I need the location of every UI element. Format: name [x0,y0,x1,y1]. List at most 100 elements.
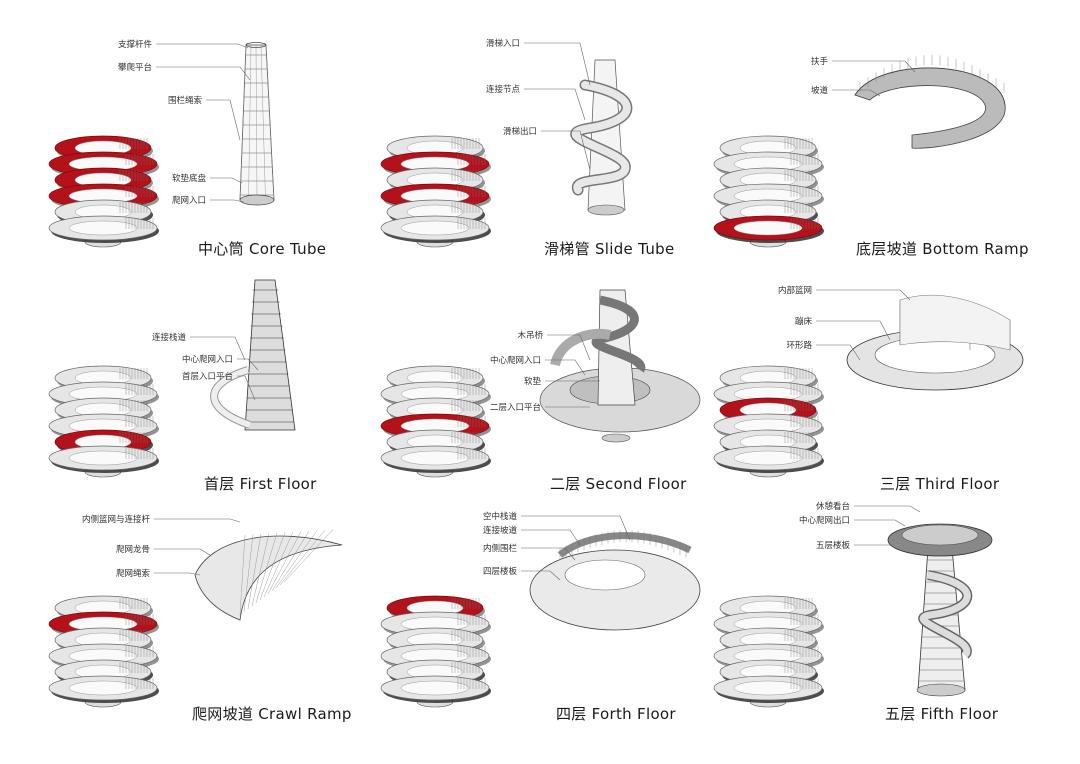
leader-line [816,320,891,341]
tower-thumbnail [380,365,491,478]
callout-label: 四层楼板 [482,567,517,577]
leader-line [524,88,586,121]
crawl-ramp [194,535,343,621]
floor-opening [400,450,470,466]
tower-thumbnail [48,365,159,478]
leader-line [545,359,586,376]
tower-thumbnail [380,135,491,248]
inner-basket-net [899,294,1011,351]
component-drawing [846,294,1024,391]
bottom-ramp [854,67,1006,149]
panel-2 [380,42,633,248]
panel-4 [48,279,296,478]
floor-opening [400,680,470,696]
crawl-keel [263,531,294,598]
leader-line [237,375,256,401]
tower-thumbnail [713,595,824,708]
wooden-bridge [550,328,612,367]
panel-3 [713,55,1006,248]
component-drawing [887,523,993,697]
leader-line [816,344,861,361]
leader-line [154,572,201,576]
rest-stand [901,524,979,546]
leader-line [521,515,631,541]
crawl-keel [255,532,278,604]
slide-base [587,204,625,216]
center-net-tower [244,279,296,431]
panel-caption: 三层 Third Floor [880,475,1000,493]
callout-label: 滑梯出口 [502,127,537,137]
leader-line [237,358,259,371]
crawl-keel [243,534,254,613]
callout-label: 蹦床 [794,317,812,327]
leader-line [154,518,241,523]
crawl-keel [275,530,318,589]
panel-8 [380,515,701,708]
callout-label: 攀爬平台 [117,63,152,73]
leader-line [156,43,249,49]
leader-line [854,505,921,513]
tower-thumbnail [380,595,491,708]
floor-opening [68,220,138,236]
callout-label: 连接坡道 [482,526,517,536]
callout-label: 软垫 [523,377,541,387]
inner-railing [564,559,646,591]
panel-9 [713,505,993,708]
callout-label: 首层入口平台 [181,372,233,382]
callout-label: 支撑杆件 [117,40,152,50]
floor-opening [68,680,138,696]
crawl-keel [283,529,334,583]
callout-label: 中心爬网出口 [798,516,850,526]
callout-label: 五层楼板 [815,541,850,551]
support-rod [265,44,275,201]
callout-label: 爬网入口 [171,196,206,206]
panel-1 [48,42,275,248]
tower-thumbnail [713,365,824,478]
panel-6 [713,289,1024,478]
callout-label: 中心爬网入口 [489,356,541,366]
component-drawing [539,289,701,443]
crawl-keel [279,529,326,586]
panel-caption: 爬网坡道 Crawl Ramp [192,705,352,723]
callout-label: 围栏绳索 [167,96,202,106]
panel-caption: 中心筒 Core Tube [198,240,327,258]
crawl-keel [271,530,310,592]
callout-label: 滑梯入口 [485,39,520,49]
tower-thumbnail [48,135,159,248]
callout-label: 坡道 [810,86,828,96]
component-drawing [194,529,343,621]
leader-line [521,547,576,561]
leader-line [190,336,246,361]
callout-label: 连接栈道 [151,333,186,343]
soft-pad-base [239,194,275,206]
crawl-keel [239,534,246,616]
callout-label: 中心爬网入口 [181,355,233,365]
callout-label: 环形路 [786,341,812,351]
callout-label: 连接节点 [485,85,520,95]
crawl-keel [259,532,286,601]
component-drawing [854,55,1006,149]
leader-line [210,177,243,184]
leader-line [541,130,591,171]
leader-line [816,289,911,301]
callout-label: 爬网绳索 [115,569,150,579]
leader-line [154,548,211,556]
callout-label: 木吊桥 [517,331,543,341]
walkway-deck [211,367,251,428]
panel-caption: 四层 Forth Floor [556,705,676,723]
tower-base [601,433,631,443]
callout-label: 内部篮网 [777,286,812,296]
floor-opening [733,220,803,236]
component-drawing [210,279,296,431]
support-rod [255,44,258,201]
leader-line [210,199,245,203]
callout-label: 二层入口平台 [489,403,541,413]
leader-line [547,334,591,361]
aerial-walkway [557,532,692,558]
callout-label: 扶手 [810,57,828,67]
panel-5 [380,289,701,478]
panel-caption: 首层 First Floor [204,475,317,493]
leader-line [206,99,241,141]
